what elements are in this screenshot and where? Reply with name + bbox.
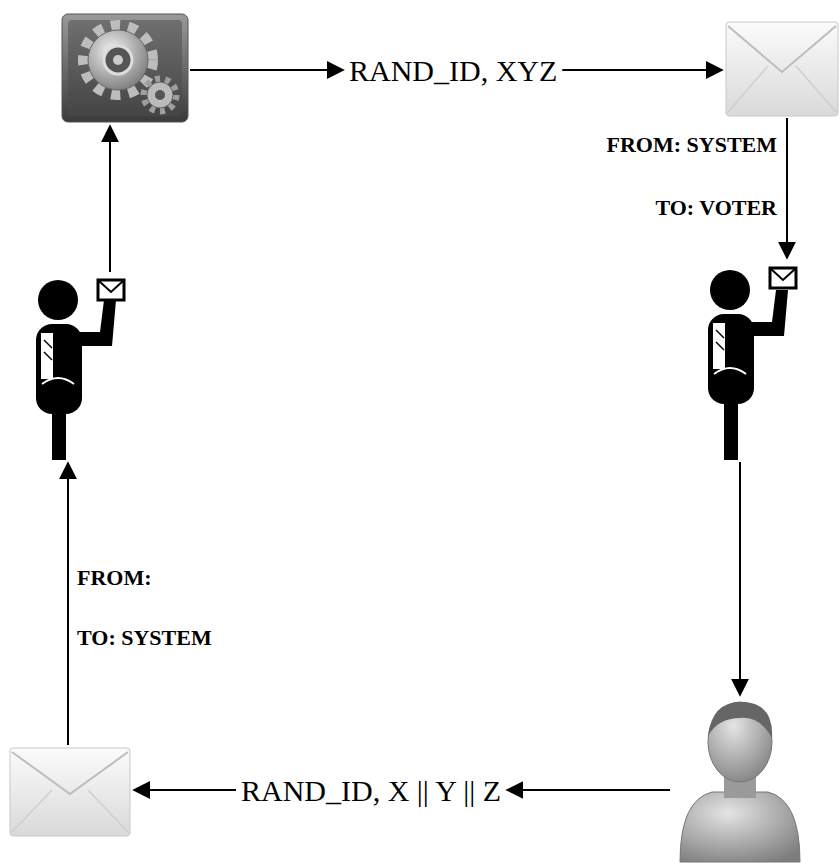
flow-label: TO: VOTER (652, 196, 780, 220)
person-with-envelope (36, 280, 124, 460)
flow-label: FROM: SYSTEM (604, 133, 781, 157)
envelope-icon (726, 22, 838, 116)
flow-label: FROM: (74, 566, 155, 590)
voter-bust (680, 702, 800, 862)
flow-label: TO: SYSTEM (74, 626, 215, 650)
flow-label: RAND_ID, XYZ (346, 54, 560, 87)
envelope-icon (10, 748, 130, 836)
flow-label: RAND_ID, X || Y || Z (238, 774, 504, 807)
person-with-envelope (708, 268, 796, 460)
gear-icon (62, 14, 188, 122)
